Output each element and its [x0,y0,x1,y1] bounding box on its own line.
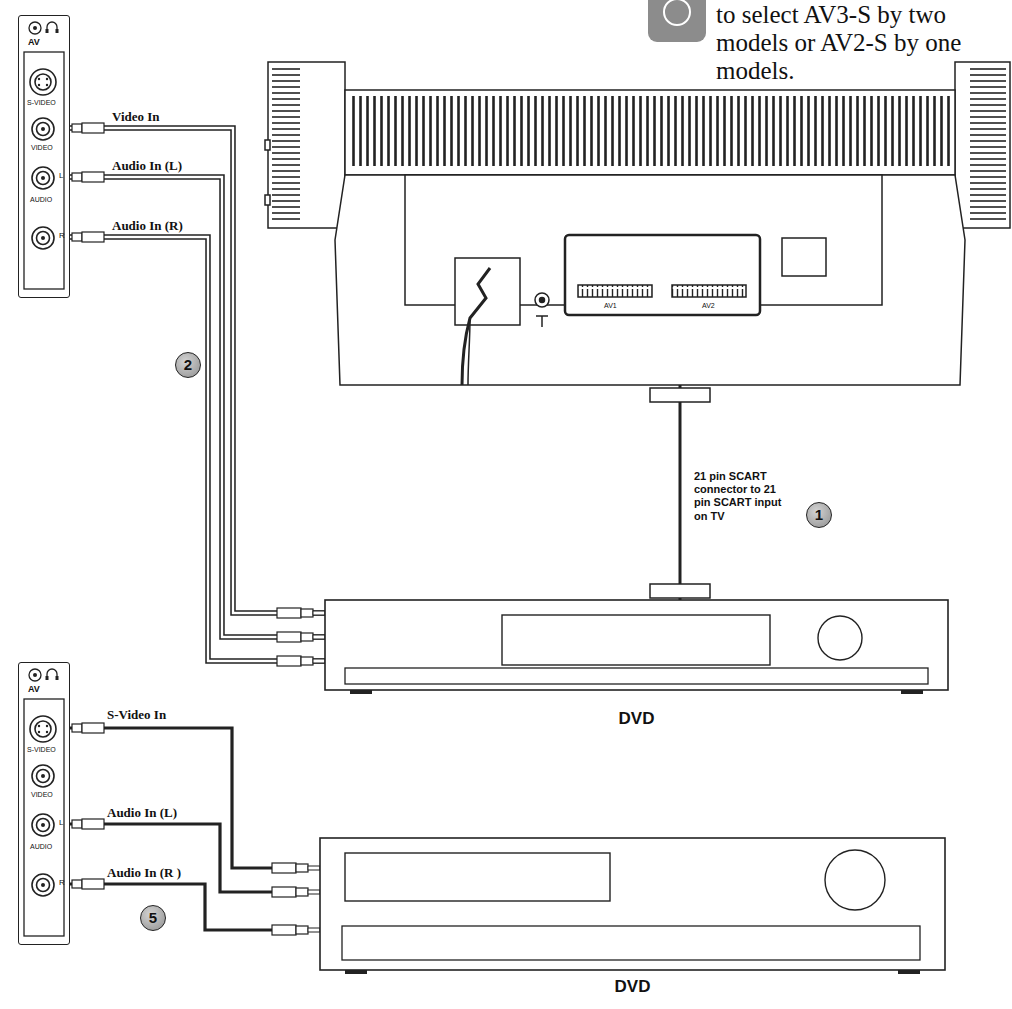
jack-label: AV [28,38,40,47]
jack-label: AV1 [604,302,617,309]
jack-label: S-VIDEO [27,746,56,753]
cable-core [70,237,325,661]
connectors [70,123,710,935]
dvd-outline [325,600,948,690]
cable-label: S-Video In [105,708,168,723]
cable-core [70,128,325,613]
cable [70,128,325,613]
jack-label: AUDIO [30,843,52,850]
cable-label: Audio In (L) [110,159,184,174]
cable [70,824,320,892]
jack-label: R [59,232,65,240]
jack-label: L [59,819,63,827]
cable-label: Video In [110,110,162,125]
av-panel: AV S-VIDEO VIDEO L AUDIO R [18,15,70,298]
note-text: to select AV3-S by two [716,1,946,29]
jack-label: AUDIO [30,196,52,203]
note-text: models or AV2-S by one [716,29,961,57]
dvd-player: DVD [320,838,945,970]
callout-number: 5 [140,905,166,931]
jack-label: AV [28,685,40,694]
plugs [72,123,710,935]
cable-label: Audio In (R) [110,219,185,234]
cable-label: Audio In (L) [105,806,179,821]
tv-rear [265,62,1010,385]
cable-core [70,177,325,637]
jack-label: L [59,172,63,180]
tv-rear-panel: AV1 AV2 [268,55,1010,385]
cable [70,177,325,637]
note-text: models. [716,57,794,85]
jack-panel-drawing [19,16,71,299]
jack-label: VIDEO [31,791,53,798]
device-name: DVD [615,978,651,995]
jack-label: AV2 [702,302,715,309]
av-panel: AV S-VIDEO VIDEO L AUDIO R [18,662,70,945]
cable [70,728,320,868]
jack-label: R [59,879,65,887]
mode-icon [648,0,706,42]
device-name: DVD [619,710,655,727]
cable [679,385,682,600]
cable [70,884,320,930]
jack-panel-drawing [19,663,71,946]
callout-number: 1 [806,502,832,528]
jack-label: S-VIDEO [27,99,56,106]
cable [70,237,325,661]
dvd-outline [320,838,945,970]
dvd-player: DVD [325,600,948,690]
cable-label: Audio In (R ) [105,866,183,881]
callout-number: 2 [175,352,201,378]
cable-label: 21 pin SCART connector to 21 pin SCART i… [692,470,796,523]
jack-label: VIDEO [31,144,53,151]
